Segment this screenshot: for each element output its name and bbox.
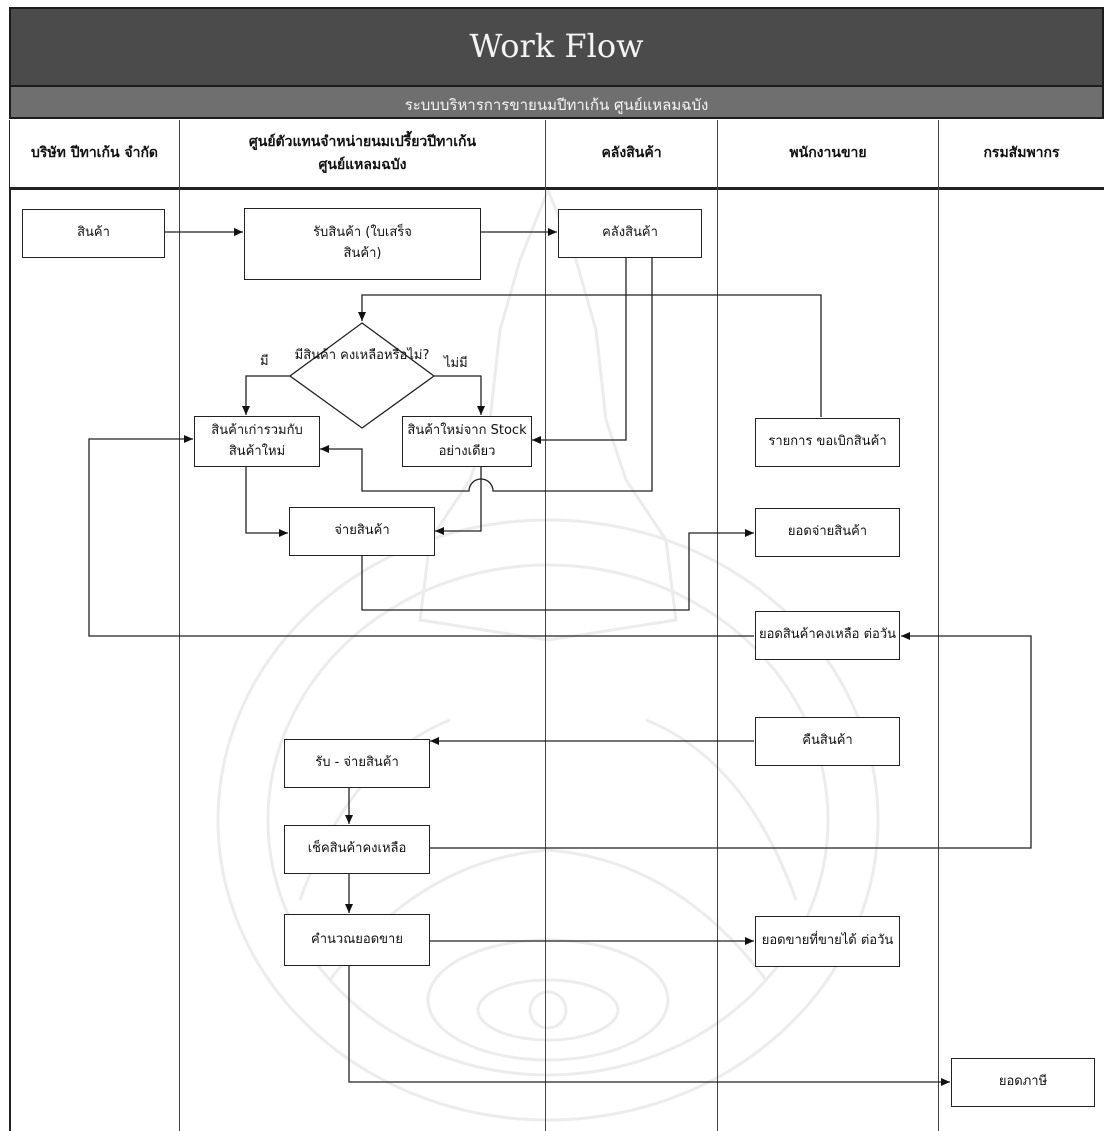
lane-separator <box>717 120 718 1131</box>
arrow-decision-yes <box>242 375 290 415</box>
box-calculate-sales: คำนวณยอดขาย <box>284 914 430 966</box>
box-dispense-product: จ่ายสินค้า <box>289 507 435 556</box>
page-subtitle: ระบบบริหารการขายนมปีทาเก้น ศูนย์แหลมฉบัง <box>404 96 709 114</box>
arrow-check-to-daily-remaining <box>430 632 1032 849</box>
arrow-warehouse-to-new-stock <box>532 258 627 444</box>
page-title: Work Flow <box>469 27 644 65</box>
subtitle-bar: ระบบบริหารการขายนมปีทาเก้น ศูนย์แหลมฉบัง <box>9 87 1104 119</box>
lane-header-revenue-department: กรมสัมพากร <box>939 120 1104 190</box>
lane-header-agent-center: ศูนย์ตัวแทนจำหน่ายนมเปรี้ยวปีทาเก้น ศูนย… <box>180 120 545 190</box>
arrow-old-new-to-dispense <box>245 467 288 537</box>
arrow-calc-to-tax <box>348 966 950 1086</box>
arrow-dispense-to-dispensed-total <box>361 529 754 611</box>
arrow-decision-no <box>434 375 485 415</box>
box-product: สินค้า <box>22 209 165 258</box>
box-tax-total: ยอดภาษี <box>951 1058 1095 1107</box>
decision-diamond <box>288 322 436 429</box>
box-new-from-stock: สินค้าใหม่จาก Stock อย่างเดียว <box>402 416 532 467</box>
arrow-daily-remaining-to-old-new <box>88 435 754 637</box>
lane-separator <box>545 120 546 1131</box>
box-requisition-list: รายการ ขอเบิกสินค้า <box>755 418 900 467</box>
lane-separator <box>179 120 180 1131</box>
box-warehouse: คลังสินค้า <box>558 209 702 258</box>
lane-border-left <box>9 120 11 1131</box>
lane-header-warehouse: คลังสินค้า <box>546 120 717 190</box>
arrow-requisition-to-decision <box>358 294 822 417</box>
box-daily-sales: ยอดขายที่ขายได้ ต่อวัน <box>755 916 900 967</box>
decision-label: มีสินค้า คงเหลือหรือไม่? <box>294 348 430 363</box>
box-dispensed-total: ยอดจ่ายสินค้า <box>755 508 900 557</box>
label-yes: มี <box>260 354 269 369</box>
lane-header-company: บริษัท ปีทาเก้น จำกัด <box>10 120 179 190</box>
lane-separator <box>938 120 939 1131</box>
box-check-remaining: เช็คสินค้าคงเหลือ <box>284 825 430 874</box>
arrow-warehouse-to-old-new <box>320 258 653 492</box>
box-old-with-new: สินค้าเก่ารวมกับ สินค้าใหม่ <box>194 416 320 467</box>
lane-header-sales-staff: พนักงานขาย <box>718 120 938 190</box>
arrow-new-stock-to-dispense <box>435 467 482 535</box>
box-receive-product: รับสินค้า (ใบเสร็จสินค้า) <box>244 208 481 280</box>
title-bar: Work Flow <box>9 7 1104 87</box>
label-no: ไม่มี <box>444 356 468 371</box>
box-receive-dispense: รับ - จ่ายสินค้า <box>284 739 430 788</box>
box-daily-remaining: ยอดสินค้าคงเหลือ ต่อวัน <box>755 611 900 660</box>
box-return-product: คืนสินค้า <box>755 717 900 766</box>
